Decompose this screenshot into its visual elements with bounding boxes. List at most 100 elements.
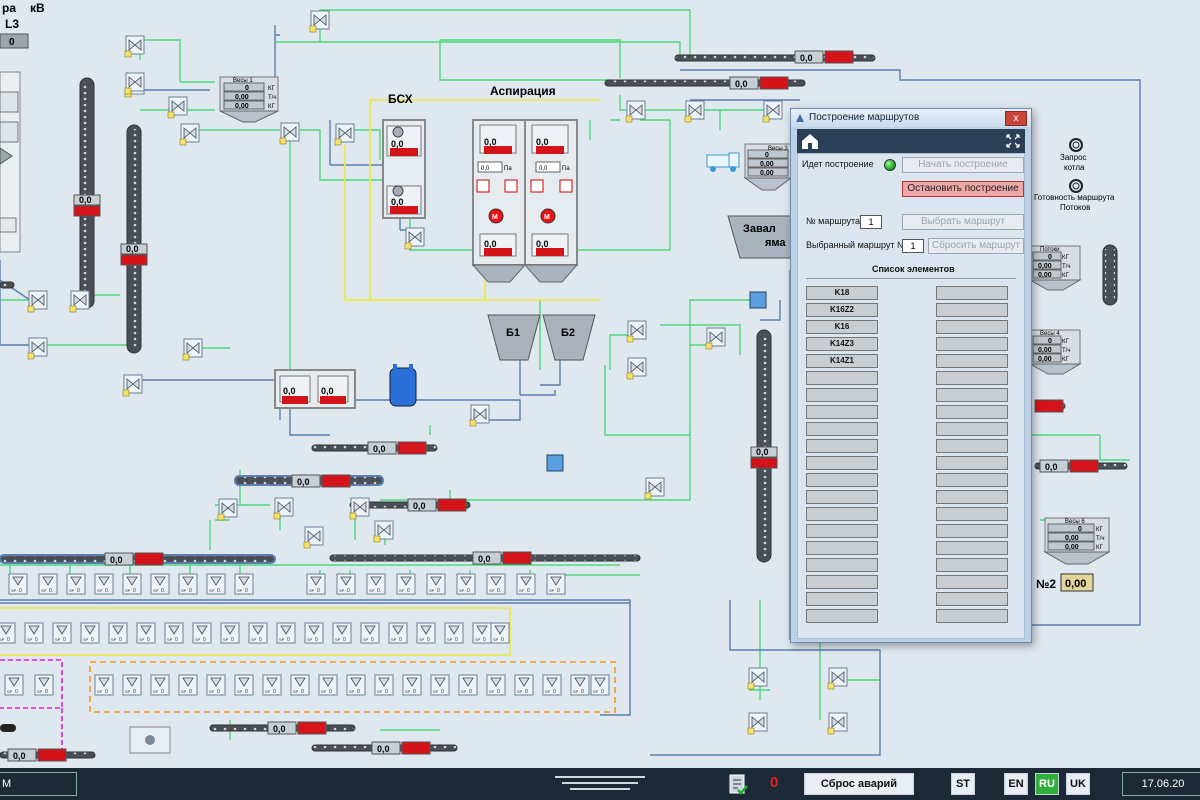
element-list-left-item-20[interactable] [806,609,878,623]
element-list-right-item-20[interactable] [936,609,1008,623]
bsx-unit[interactable]: 0,0 0,0 [382,119,426,219]
aspiration-unit-1[interactable]: 0,0 0,0 Па M 0,0 [471,119,527,283]
element-list-right-item-19[interactable] [936,592,1008,606]
valve-9[interactable] [625,100,646,123]
feeder-gate-32[interactable] [360,622,380,644]
home-icon[interactable] [799,131,821,151]
feeder-gate-22[interactable] [80,622,100,644]
valve-6[interactable] [279,122,300,145]
valve-29[interactable] [747,712,768,735]
valve-1[interactable] [124,35,145,58]
element-list-right-item-6[interactable] [936,371,1008,385]
feeder-gate-23[interactable] [108,622,128,644]
element-list-right-item-7[interactable] [936,388,1008,402]
feeder-gate-33[interactable] [388,622,408,644]
element-list-right-item-16[interactable] [936,541,1008,555]
feeder-gate-12[interactable] [366,573,386,595]
camera-icon[interactable] [129,726,171,754]
feeder-gate-8[interactable] [206,573,226,595]
element-list-left-item-9[interactable] [806,422,878,436]
element-list-right-item-1[interactable] [936,286,1008,300]
element-list-left-item-2[interactable]: K16Z2 [806,303,878,317]
feeder-gate-19[interactable] [0,622,16,644]
route-number-input[interactable]: 1 [860,215,882,229]
feeder-gate-3[interactable] [66,573,86,595]
scale-3[interactable]: Весы 3 0 0,00 0,00 [743,143,793,191]
valve-8[interactable] [404,227,425,250]
scale-4[interactable]: Весы 4 0 КГ 0,00 Т/ч 0,00 КГ [1028,329,1082,375]
feeder-gate-11[interactable] [336,573,356,595]
element-list-right-item-17[interactable] [936,558,1008,572]
feeder-gate-31[interactable] [332,622,352,644]
alarm-log-icon[interactable] [726,772,750,796]
feeder-gate-4[interactable] [94,573,114,595]
valve-5[interactable] [309,10,330,33]
valve-7[interactable] [334,123,355,146]
reset-alarms-button[interactable]: Сброс аварий [804,773,914,795]
aspiration-unit-2[interactable]: 0,0 0,0 Па M 0,0 [523,119,579,283]
valve-21[interactable] [644,477,665,500]
actuator-2[interactable] [546,454,564,472]
feeder-gate-53[interactable] [458,674,478,696]
feeder-gate-27[interactable] [220,622,240,644]
feeder-gate-49[interactable] [346,674,366,696]
feeder-gate-13[interactable] [396,573,416,595]
conveyor-bottom-left[interactable]: 0,0 [0,748,96,762]
valve-30[interactable] [747,667,768,690]
feeder-gate-42[interactable] [150,674,170,696]
valve-13[interactable] [27,337,48,360]
conveyor-lower-right[interactable]: 0,0 [329,551,641,565]
element-list-left-item-5[interactable]: K14Z1 [806,354,878,368]
feeder-gate-36[interactable] [472,622,492,644]
element-list-left-item-11[interactable] [806,456,878,470]
element-list-right-item-12[interactable] [936,473,1008,487]
valve-12[interactable] [27,290,48,313]
feeder-gate-10[interactable] [306,573,326,595]
conveyor-mid[interactable]: 0,0 [311,441,438,455]
reset-route-button[interactable]: Сбросить маршрут [928,238,1024,254]
actuator-1[interactable] [749,291,767,309]
dump-pit[interactable]: Завал яма [727,215,801,259]
feeder-gate-50[interactable] [374,674,394,696]
valve-10[interactable] [684,100,705,123]
element-list-right-item-15[interactable] [936,524,1008,538]
feeder-gate-16[interactable] [486,573,506,595]
status-left-field[interactable]: М [0,772,77,796]
feeder-gate-9[interactable] [234,573,254,595]
element-list-left-item-15[interactable] [806,524,878,538]
valve-11[interactable] [762,100,783,123]
feeder-gate-5[interactable] [122,573,142,595]
menu-icon[interactable] [550,773,650,793]
lang-uk-button[interactable]: UK [1066,773,1090,795]
lang-ru-button[interactable]: RU [1035,773,1059,795]
valve-25[interactable] [349,497,370,520]
feeder-gate-41[interactable] [122,674,142,696]
element-list-left-item-10[interactable] [806,439,878,453]
feeder-gate-6[interactable] [150,573,170,595]
element-list-left-item-16[interactable] [806,541,878,555]
feeder-gate-25[interactable] [164,622,184,644]
element-list-right-item-9[interactable] [936,422,1008,436]
element-list-left-item-8[interactable] [806,405,878,419]
conveyor-top-2[interactable]: 0,0 [604,76,806,90]
element-list-left-item-1[interactable]: K18 [806,286,878,300]
element-list-left-item-18[interactable] [806,575,878,589]
conveyor-right-2[interactable]: 0,0 [1034,459,1128,473]
valve-24[interactable] [303,526,324,549]
element-list-left-item-13[interactable] [806,490,878,504]
feeder-gate-30[interactable] [304,622,324,644]
element-list-left-item-17[interactable] [806,558,878,572]
valve-22[interactable] [273,497,294,520]
valve-4[interactable] [179,123,200,146]
lang-en-button[interactable]: EN [1004,773,1028,795]
feeder-gate-38[interactable] [4,674,24,696]
feeder-gate-44[interactable] [206,674,226,696]
elevator-2[interactable] [120,124,148,354]
select-route-button[interactable]: Выбрать маршрут [902,214,1024,230]
feeder-gate-2[interactable] [38,573,58,595]
conveyor-bottom-1[interactable]: 0,0 [209,721,356,735]
valve-23[interactable] [217,498,238,521]
feeder-gate-7[interactable] [178,573,198,595]
feeder-gate-26[interactable] [192,622,212,644]
element-list-left-item-6[interactable] [806,371,878,385]
